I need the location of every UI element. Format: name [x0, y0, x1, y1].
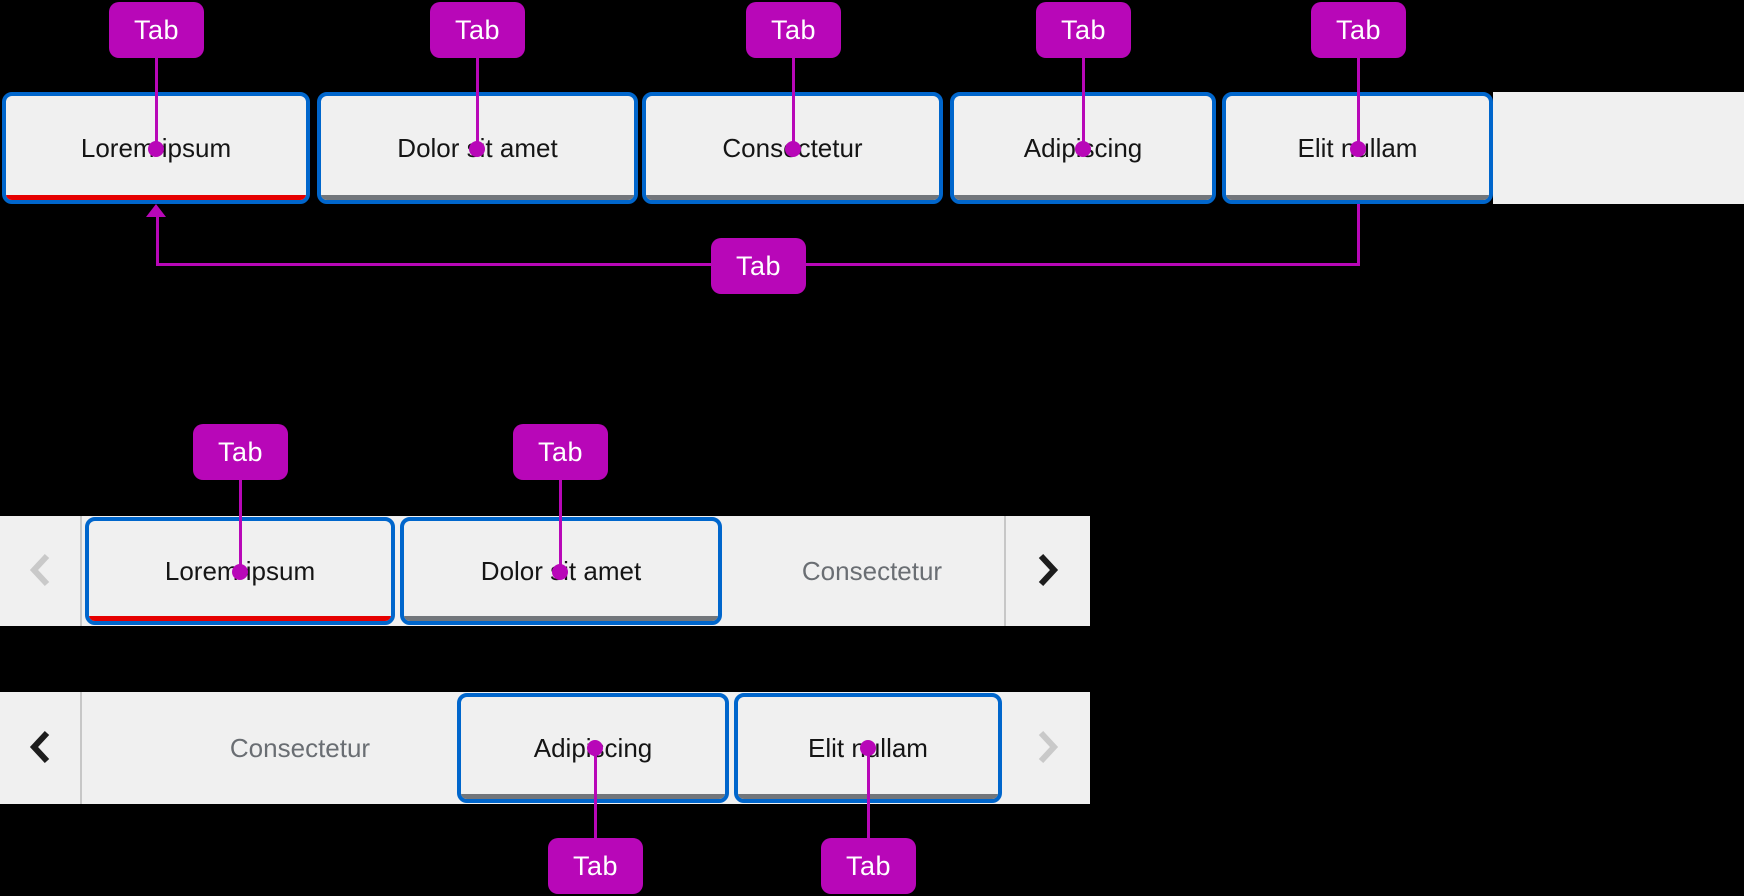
scroll-left-button[interactable]: [0, 692, 80, 804]
annotation-dot: [552, 564, 568, 580]
annotation-connector: [475, 58, 479, 150]
annotation-dot: [860, 740, 876, 756]
annotation-dot: [785, 141, 801, 157]
overflow-tab-consectetur[interactable]: Consectetur: [229, 732, 371, 763]
scroll-divider: [80, 516, 82, 626]
scroll-right-button[interactable]: [1006, 516, 1090, 626]
annotation-dot: [469, 141, 485, 157]
angle-left-icon: [27, 728, 53, 769]
annotation-connector: [155, 216, 159, 264]
scroll-divider: [80, 692, 82, 804]
annotation-dot: [587, 740, 603, 756]
overflow-tab-consectetur[interactable]: Consectetur: [801, 555, 943, 586]
annotation-dot: [148, 141, 164, 157]
tab-annotation-badge: Tab: [109, 2, 204, 58]
scroll-left-button: [0, 516, 80, 626]
annotation-connector: [559, 480, 562, 572]
tab-annotation-badge: Tab: [193, 424, 288, 480]
scroll-right-button: [1006, 692, 1090, 804]
annotation-connector: [1356, 204, 1360, 266]
annotation-dot: [232, 564, 248, 580]
scroll-divider: [1004, 516, 1006, 626]
annotation-connector: [1356, 58, 1360, 150]
annotation-dot: [1075, 141, 1091, 157]
tab-annotation-badge: Tab: [711, 238, 806, 294]
tab-annotation-badge: Tab: [821, 838, 916, 894]
annotation-connector: [239, 480, 242, 572]
angle-left-icon: [27, 551, 53, 592]
tab-annotation-badge: Tab: [1311, 2, 1406, 58]
annotation-dot: [1350, 141, 1366, 157]
annotation-connector: [1081, 58, 1085, 150]
tab-annotation-badge: Tab: [746, 2, 841, 58]
annotation-connector: [593, 748, 597, 838]
annotation-connector: [866, 748, 870, 838]
tab-annotation-badge: Tab: [548, 838, 643, 894]
angle-right-icon: [1035, 551, 1061, 592]
annotation-connector: [791, 58, 795, 150]
tab-annotation-badge: Tab: [513, 424, 608, 480]
tab-annotation-badge: Tab: [430, 2, 525, 58]
tab-annotation-badge: Tab: [1036, 2, 1131, 58]
annotation-arrowhead: [146, 204, 166, 217]
tabbar-filler: [1493, 92, 1744, 204]
angle-right-icon: [1035, 728, 1061, 769]
annotation-connector: [154, 58, 158, 150]
